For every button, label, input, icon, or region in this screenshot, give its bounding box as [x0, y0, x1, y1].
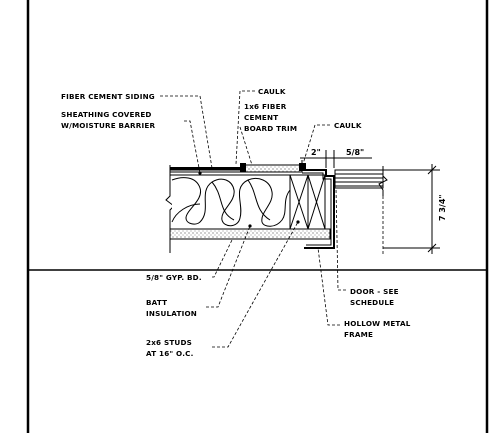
hollow-metal-frame: [302, 169, 335, 249]
stud-2-x-b: [307, 174, 326, 230]
stud-1-x-b: [289, 174, 309, 230]
dim-two-inch: 2": [311, 148, 321, 157]
dim-seven-three-quarters: 7 3/4": [438, 194, 447, 221]
gypsum-board: [169, 228, 331, 240]
hollow-metal-frame-inner: [302, 172, 332, 246]
dimensions: 2" 5/8" 7 3/4": [311, 148, 447, 221]
label-batt-line1: BATT: [146, 298, 167, 307]
dim-tick-top: [427, 165, 437, 175]
batt-insulation-squiggle: [171, 177, 291, 227]
leader-sheathing: [184, 120, 201, 174]
label-frame-line2: FRAME: [344, 330, 373, 339]
label-door-line1: DOOR - SEE: [350, 287, 399, 296]
label-studs-line2: AT 16" O.C.: [146, 349, 194, 358]
leaders: [160, 90, 346, 348]
wall-assembly: [165, 150, 440, 255]
label-caulk-top: CAULK: [258, 87, 286, 96]
dim-tick-bottom: [427, 243, 437, 253]
label-trim-line1: 1x6 FIBER: [244, 102, 287, 111]
caulk-joint-top: [240, 163, 246, 172]
leader-caulk-top: [235, 90, 255, 165]
leader-batt-insulation: [206, 225, 251, 308]
label-door-line2: SCHEDULE: [350, 298, 394, 307]
labels: FIBER CEMENT SIDING CAULK SHEATHING COVE…: [61, 87, 411, 358]
leader-frame: [317, 247, 340, 326]
dim-five-eighths: 5/8": [346, 148, 364, 157]
label-frame-line1: HOLLOW METAL: [344, 319, 411, 328]
leader-fiber-cement-siding: [160, 95, 213, 169]
fiber-cement-siding: [170, 167, 245, 170]
leader-dot-batt: [248, 224, 252, 228]
batt-insulation-curves: [171, 179, 271, 223]
leader-caulk-right: [302, 124, 330, 165]
label-fiber-cement-siding: FIBER CEMENT SIDING: [61, 92, 155, 101]
label-batt-line2: INSULATION: [146, 309, 197, 318]
leader-door: [335, 187, 346, 291]
label-studs-line1: 2x6 STUDS: [146, 338, 192, 347]
board-trim: [244, 164, 303, 173]
leader-board-trim: [239, 126, 253, 166]
label-sheathing-line1: SHEATHING COVERED: [61, 110, 152, 119]
label-trim-line3: BOARD TRIM: [244, 124, 297, 133]
label-caulk-right: CAULK: [334, 121, 362, 130]
sheathing: [170, 172, 300, 175]
label-sheathing-line2: W/MOISTURE BARRIER: [61, 121, 155, 130]
caulk-joint-right: [299, 163, 306, 171]
label-gyp-board: 5/8" GYP. BD.: [146, 273, 202, 282]
leader-studs: [212, 221, 299, 348]
door-leaf: [334, 169, 384, 189]
leader-dot-studs: [296, 220, 300, 224]
leader-dot-sheathing: [198, 171, 202, 175]
break-line-door: [378, 166, 388, 196]
break-line-left: [165, 165, 175, 253]
leader-gyp-board: [212, 239, 233, 278]
label-trim-line2: CEMENT: [244, 113, 278, 122]
